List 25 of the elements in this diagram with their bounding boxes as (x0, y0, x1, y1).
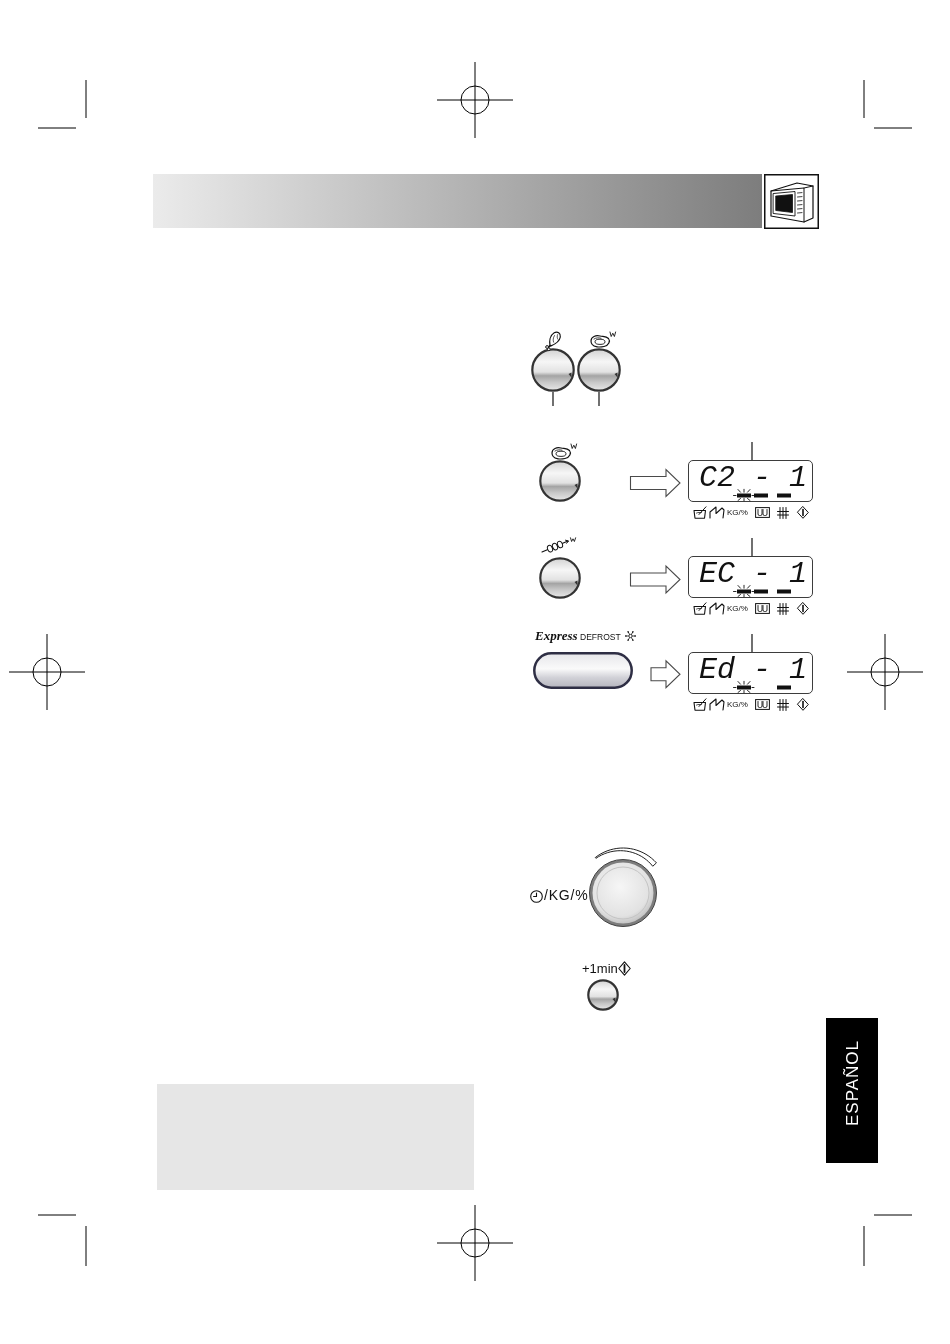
round-button (577, 348, 621, 392)
lcd-display (688, 652, 813, 694)
leader-line (751, 441, 753, 461)
round-button (539, 460, 581, 502)
display-readout: C2 - 1 (699, 467, 808, 488)
arrow (629, 564, 681, 595)
indicator-label: KG/% (727, 700, 748, 710)
indicator-label: KG/% (727, 604, 748, 614)
dial-label: /KG/% (544, 887, 589, 903)
round-button (539, 557, 581, 599)
button-label: Express DEFROST (535, 628, 621, 645)
leader-line (552, 391, 554, 407)
lcd-display (688, 556, 813, 598)
arrow (650, 659, 681, 690)
leader-line (751, 633, 753, 653)
leader-line (598, 391, 600, 407)
indicator-label: KG/% (727, 508, 748, 518)
leader-line (751, 537, 753, 557)
display-readout: EC - 1 (699, 563, 808, 584)
lcd-display (688, 460, 813, 502)
round-button (531, 348, 575, 392)
tab-label: ESPAÑOL (842, 1039, 862, 1127)
arrow (629, 468, 681, 498)
language-tab (826, 1018, 878, 1163)
button-label: +1min (582, 961, 618, 976)
